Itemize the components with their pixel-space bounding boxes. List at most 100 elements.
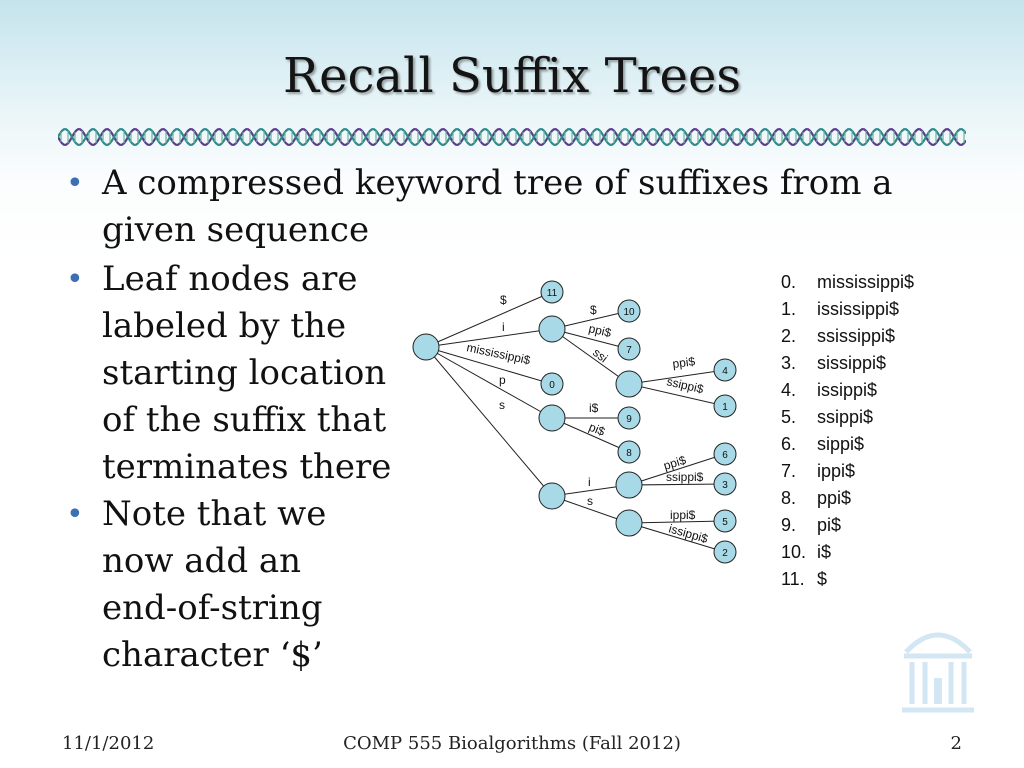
edge-label: ssippi$ [666,470,704,484]
suffix-text: $ [817,569,828,589]
slide-title: Recall Suffix Trees [283,48,741,104]
edge-label: $ [500,293,507,307]
edge-label: mississippi$ [465,340,531,367]
edge-label: ppi$ [672,354,697,371]
bullet-list: • A compressed keyword tree of suffixes … [66,160,946,679]
suffix-index: 11. [781,569,805,589]
leaf-node [540,372,564,396]
leaf-label: 9 [626,414,632,425]
leaf-nodes [540,280,737,564]
bullet-item: • A compressed keyword tree of suffixes … [66,160,962,254]
leaf-label: 1 [722,402,728,413]
edge-label: ppi$ [587,321,613,340]
suffix-list-item: 5. ssippi$ [781,404,914,431]
suffix-index: 5. [781,407,797,427]
leaf-label: 4 [722,366,728,377]
leaf-node [617,406,641,430]
leaf-node [713,358,737,382]
leaf-label: 7 [626,345,632,356]
leaf-node [713,394,737,418]
leaf-label: 10 [623,307,635,318]
bullet-line: terminates there [102,447,392,487]
footer-page-number: 2 [950,733,962,754]
tree-internal-node [615,509,643,537]
leaf-node [713,540,737,564]
bullet-line: Leaf nodes are [102,259,358,299]
edge-label: i [502,320,505,334]
edge-label: ippi$ [670,508,696,522]
suffix-index: 6. [781,434,797,454]
leaf-node [617,299,641,323]
suffix-index: 2. [781,326,797,346]
leaf-label: 0 [549,380,555,391]
tree-internal-node [538,404,566,432]
suffix-text: ssissippi$ [817,326,896,346]
bullet-dot-icon: • [66,166,84,201]
suffix-list: 0. mississippi$ 1. ississippi$ 2. ssissippi… [781,269,914,593]
leaf-label: 8 [626,448,632,459]
bullet-item: • Note that we now add an end-of-string … [66,491,402,679]
bullet-line: end-of-string [102,588,323,628]
suffix-text: pi$ [817,515,842,535]
suffix-index: 3. [781,353,797,373]
edge-label: i [588,475,591,489]
internal-nodes [412,315,643,537]
bullet-line: labeled by the [102,306,347,346]
suffix-index: 8. [781,488,797,508]
edge-label: i$ [589,401,599,415]
suffix-list-item: 8. ppi$ [781,485,914,512]
tree-internal-node [538,482,566,510]
bullet-line: starting location [102,353,387,393]
suffix-index: 4. [781,380,797,400]
suffix-index: 7. [781,461,797,481]
suffix-text: ississippi$ [817,299,900,319]
suffix-list-item: 11. $ [781,566,914,593]
tree-internal-node [615,370,643,398]
edge-label: s [587,494,593,508]
leaf-label: 5 [722,517,728,528]
bullet-line: character ‘$’ [102,635,323,675]
leaf-label: 6 [722,450,728,461]
suffix-index: 9. [781,515,797,535]
suffix-text: ssippi$ [817,407,874,427]
footer-date: 11/1/2012 [62,733,155,754]
suffix-list-item: 9. pi$ [781,512,914,539]
edge-label: ssi [590,345,610,365]
bullet-dot-icon: • [66,262,84,297]
edge-label: issippi$ [667,521,710,546]
leaf-label: 3 [722,480,728,491]
bullet-item: • Leaf nodes are labeled by the starting… [66,256,402,491]
suffix-text: mississippi$ [817,272,915,292]
edge-label: $ [590,303,597,317]
edge-label: s [499,398,505,412]
suffix-text: ippi$ [817,461,856,481]
suffix-list-item: 6. sippi$ [781,431,914,458]
tree-internal-node [615,471,643,499]
leaf-node [713,442,737,466]
edge-label: pi$ [587,420,607,439]
leaf-node [713,472,737,496]
tree-internal-node [538,315,566,343]
suffix-text: issippi$ [817,380,878,400]
dna-helix-divider-icon [58,128,966,146]
leaf-node [617,440,641,464]
suffix-index: 1. [781,299,797,319]
bullet-line: of the suffix that [102,400,387,440]
footer-course: COMP 555 Bioalgorithms (Fall 2012) [343,733,681,754]
old-well-logo-icon [902,632,974,713]
suffix-index: 0. [781,272,797,292]
suffix-list-item: 7. ippi$ [781,458,914,485]
leaf-node [713,509,737,533]
suffix-text: ppi$ [817,488,852,508]
edge-label: p [499,373,506,387]
bullet-line: Note that we [102,494,327,534]
suffix-list-item: 1. ississippi$ [781,296,914,323]
leaf-label: 2 [722,548,728,559]
suffix-text: i$ [817,542,832,562]
leaf-node [617,337,641,361]
suffix-text: sissippi$ [817,353,887,373]
suffix-tree-diagram: 11 10 7 0 4 1 9 8 6 3 5 2 $ i mississipp… [412,280,737,564]
suffix-list-item: 0. mississippi$ [781,269,914,296]
bullet-dot-icon: • [66,497,84,532]
suffix-text: sippi$ [817,434,865,454]
